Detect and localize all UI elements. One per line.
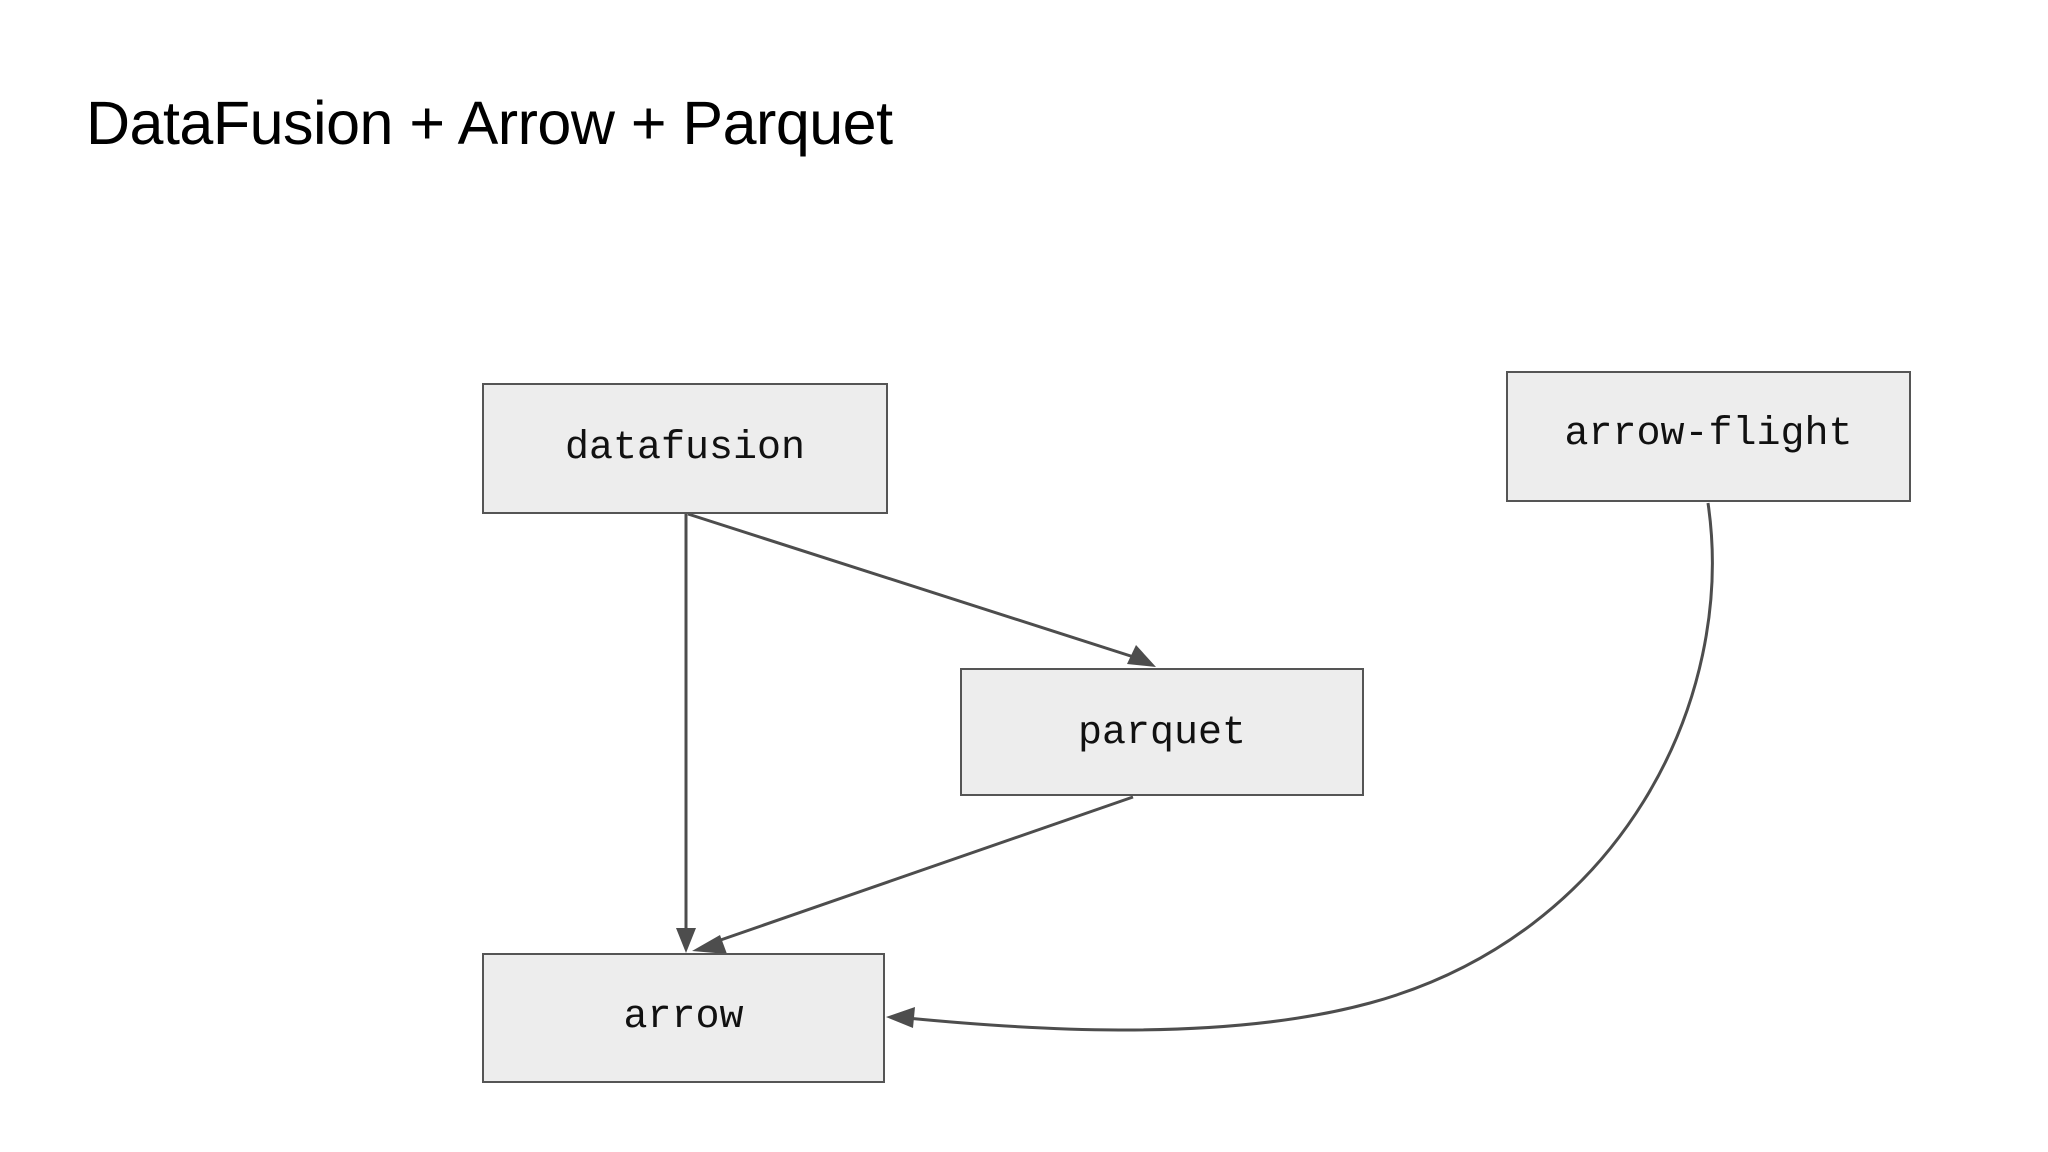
node-parquet-label: parquet — [1077, 711, 1247, 756]
node-datafusion-label: datafusion — [564, 425, 806, 471]
node-arrow[interactable]: arrow — [482, 953, 885, 1083]
node-parquet[interactable]: parquet — [960, 668, 1364, 796]
edge-datafusion-to-parquet — [687, 512, 1156, 667]
node-arrow-flight[interactable]: arrow-flight — [1506, 371, 1911, 502]
node-datafusion[interactable]: datafusion — [482, 383, 888, 514]
page-title: DataFusion + Arrow + Parquet — [86, 89, 893, 157]
node-arrow-label: arrow — [623, 995, 744, 1040]
node-arrow-flight-label: arrow-flight — [1564, 411, 1853, 457]
edge-parquet-to-arrow — [692, 795, 1134, 954]
edge-datafusion-to-arrow — [676, 514, 696, 953]
edge-arrow-flight-to-arrow — [886, 502, 1714, 1032]
